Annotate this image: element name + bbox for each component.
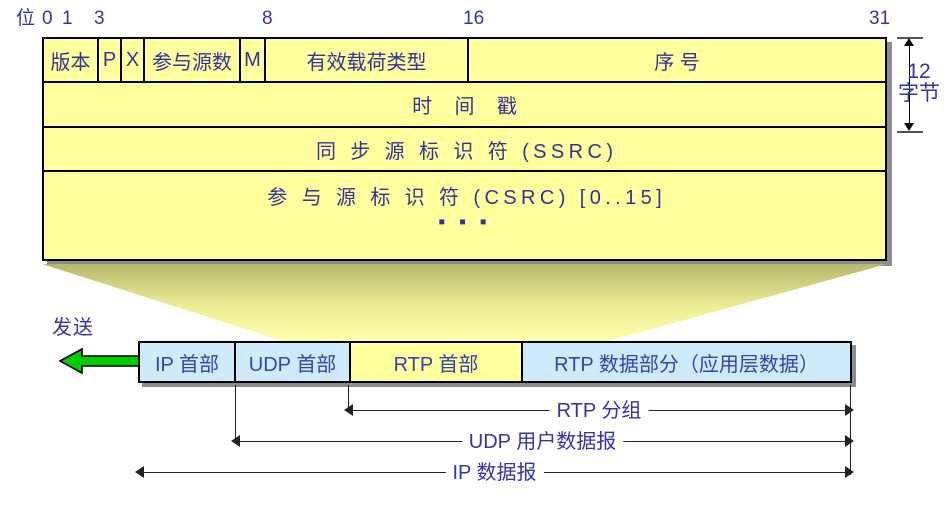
measure-rtp-packet: RTP 分组 [344,398,854,424]
header-size-dimension [897,37,923,133]
measure-label-rtp-packet: RTP 分组 [549,401,649,421]
rtp-header-table: 版本 P X 参与源数 M 有效载荷类型 序 号 时 间 戳 同 步 源 标 识… [42,37,887,261]
bit-tick-3: 3 [94,8,105,29]
encapsulation-packet-bar: IP 首部 UDP 首部 RTP 首部 RTP 数据部分（应用层数据） [138,341,852,383]
field-payload-type: 有效载荷类型 [266,39,469,81]
rtp-header-row-3: 同 步 源 标 识 符 (SSRC) [44,128,885,172]
bit-tick-0: 0 [42,8,53,29]
packet-cell-udp-header: UDP 首部 [236,343,351,381]
send-arrow-icon [58,347,141,375]
header-size-value: 12 [907,60,931,83]
field-padding: P [99,39,122,81]
field-ssrc: 同 步 源 标 识 符 (SSRC) [315,140,618,163]
field-version: 版本 [44,39,99,81]
leader-udp [348,385,349,409]
measure-label-ip-datagram: IP 数据报 [445,463,544,483]
rtp-header-row-2: 时 间 戳 [44,83,885,128]
field-extension: X [122,39,145,81]
header-size-unit: 字节 [898,82,940,105]
bit-tick-1: 1 [62,8,73,29]
zoom-funnel [42,264,887,342]
bit-tick-31: 31 [869,8,891,29]
bit-tick-16: 16 [463,8,485,29]
packet-cell-ip-header: IP 首部 [140,343,236,381]
measure-udp-datagram: UDP 用户数据报 [231,429,854,455]
leader-ip [235,385,236,443]
leader-end [850,385,851,475]
measure-label-udp-datagram: UDP 用户数据报 [461,432,624,452]
csrc-continuation-dots: ▪ ▪ ▪ [438,211,491,233]
field-sequence-number: 序 号 [654,51,700,74]
field-csrc-count: 参与源数 [145,39,241,81]
packet-cell-rtp-header: RTP 首部 [351,343,523,381]
field-marker: M [241,39,266,81]
bit-tick-8: 8 [262,8,273,29]
field-timestamp: 时 间 戳 [412,96,526,118]
packet-cell-rtp-payload: RTP 数据部分（应用层数据） [523,343,850,381]
bit-ruler-prefix: 位 [16,8,36,29]
rtp-header-row-4: 参 与 源 标 识 符 (CSRC) [0..15] [44,172,885,259]
rtp-header-row-1: 版本 P X 参与源数 M 有效载荷类型 序 号 [44,39,885,83]
measure-ip-datagram: IP 数据报 [135,460,854,486]
field-csrc-list: 参 与 源 标 识 符 (CSRC) [0..15] [267,187,667,209]
send-label: 发送 [52,317,94,339]
